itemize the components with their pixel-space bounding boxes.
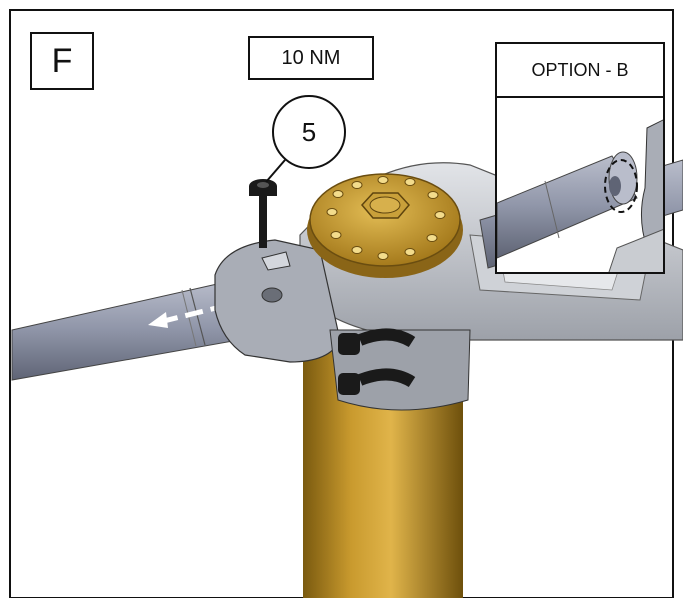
step-letter-box: F — [30, 32, 94, 90]
inset-arm — [608, 229, 663, 272]
inset-detail-illustration — [497, 119, 663, 272]
inset-bar-hole — [609, 176, 621, 196]
inset-highlight-circle — [604, 159, 638, 213]
pinch-bolt — [338, 328, 416, 355]
part-callout-number: 5 — [272, 95, 346, 169]
top-cap — [309, 173, 461, 267]
top-cap-bolt-holes — [326, 176, 446, 260]
inset-handlebar — [497, 155, 638, 259]
lower-crown — [329, 329, 471, 411]
inset-title: OPTION - B — [497, 44, 663, 98]
clamp-slot — [261, 251, 291, 271]
handlebar-seam — [189, 287, 206, 346]
center-hex-nut — [361, 192, 410, 219]
pinch-bolt — [338, 368, 416, 395]
option-b-inset: OPTION - B — [495, 42, 665, 274]
inset-handlebar-seam — [544, 180, 560, 239]
handlebar-seam — [181, 289, 197, 347]
bolt-icon — [249, 179, 277, 248]
clamp-hole — [261, 287, 283, 303]
torque-label: 10 NM — [248, 36, 374, 80]
